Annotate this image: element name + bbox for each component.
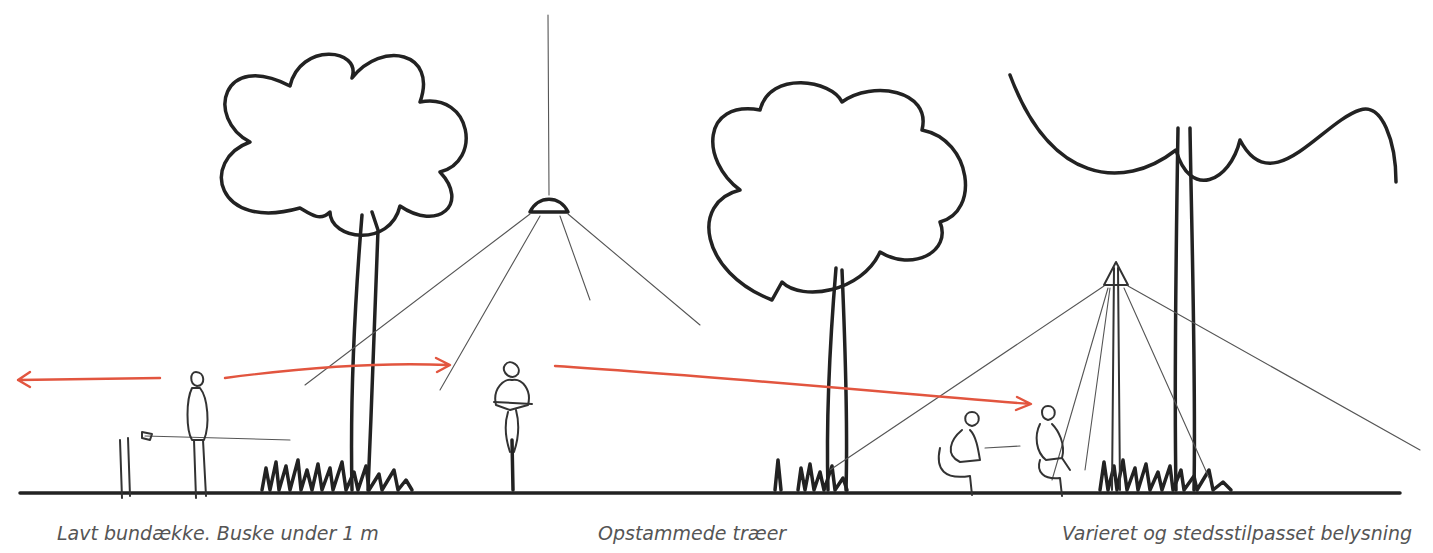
tree-trunk	[842, 270, 847, 490]
cyclist	[494, 362, 532, 490]
low-shrubs	[262, 460, 412, 490]
sightline-arrow	[555, 366, 1031, 410]
person-head	[1042, 406, 1055, 420]
caption-label: Lavt bundække. Buske under 1 m	[57, 522, 379, 544]
pole-lamp	[830, 262, 1420, 490]
person-body	[495, 380, 529, 410]
person-head	[191, 372, 203, 386]
person-body	[939, 430, 980, 495]
caption-label: Opstammede træer	[598, 522, 786, 544]
light-cone	[305, 214, 700, 390]
low-shrubs	[775, 460, 847, 490]
handlebar	[494, 402, 532, 404]
lamp-head	[530, 199, 568, 212]
tree-canopy	[1010, 75, 1396, 182]
table	[985, 446, 1020, 448]
light-cone	[830, 286, 1420, 480]
person-head	[504, 362, 519, 377]
lamp-wire	[548, 15, 549, 195]
railing	[120, 432, 290, 498]
lamp-pole	[1112, 268, 1120, 490]
sightline-arrow	[225, 358, 450, 378]
tree-canopy	[221, 54, 466, 235]
tree-trunk	[827, 268, 836, 490]
person-legs	[194, 440, 206, 498]
pedestrian	[188, 372, 208, 498]
tree-trunk	[1175, 128, 1178, 490]
person-body	[1037, 424, 1070, 496]
ground-line	[20, 491, 1400, 495]
seated-people	[939, 406, 1070, 496]
lamp-head	[1104, 262, 1128, 285]
sightline-arrows	[18, 358, 1031, 410]
rail-end	[142, 432, 152, 440]
tree	[1010, 75, 1396, 490]
tree-trunk	[352, 215, 362, 490]
caption-label: Varieret og stedsstilpasset belysning	[1062, 522, 1412, 544]
tree	[709, 83, 966, 490]
tree	[221, 54, 466, 490]
bicycle-wheel	[512, 440, 513, 490]
pendant-lamp	[305, 15, 700, 390]
person-head	[965, 412, 979, 426]
rail	[145, 436, 290, 440]
tree-trunk	[368, 212, 378, 490]
sightline-arrow	[18, 372, 160, 387]
person-body	[188, 388, 208, 440]
bollard	[120, 438, 130, 498]
